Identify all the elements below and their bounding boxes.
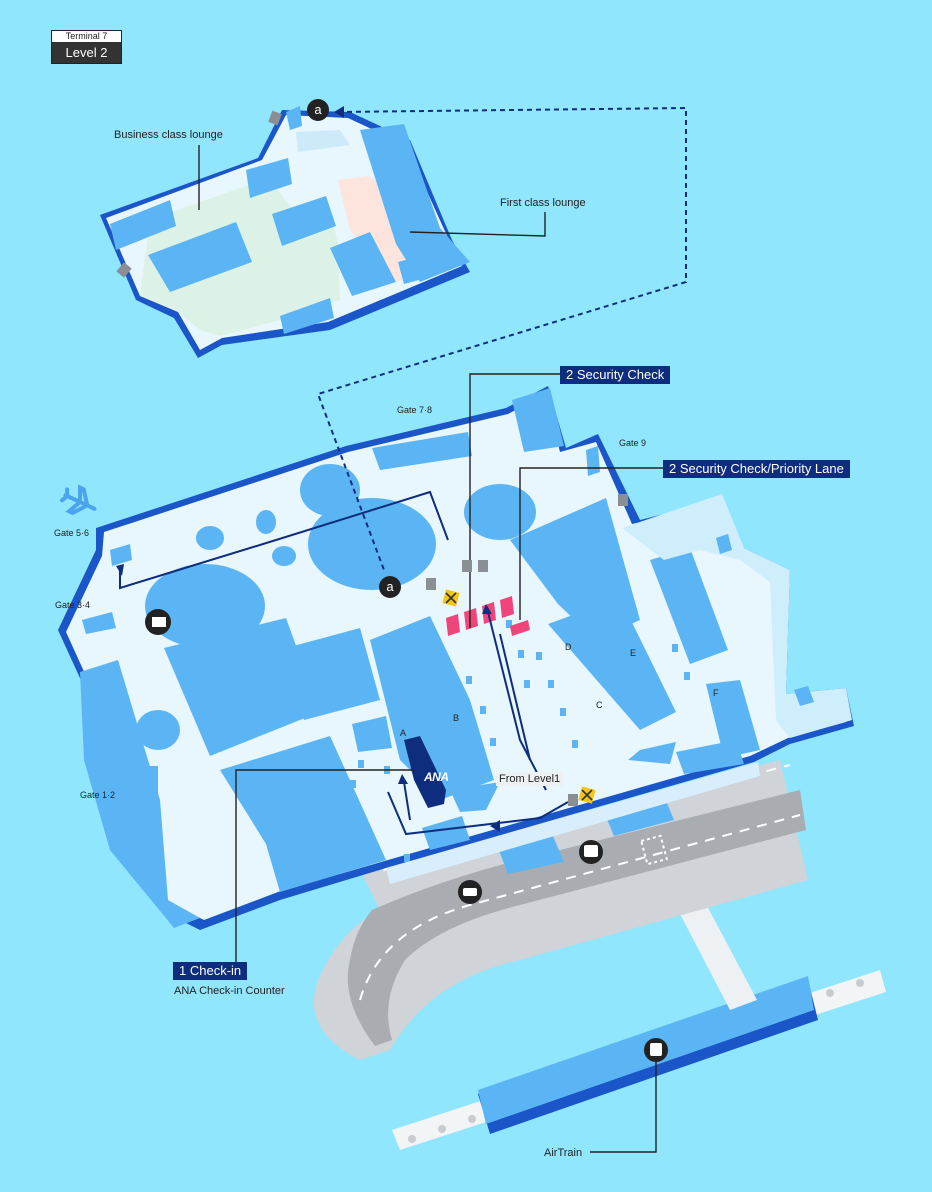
ana-logo: ANA [424,770,449,784]
airplane-icon [60,484,97,516]
zone-e-label: E [630,648,637,658]
first-lounge-label: First class lounge [500,197,586,209]
no-entry-icon [442,589,596,804]
route-arrows [116,106,500,832]
business-lounge-label: Business class lounge [114,129,223,141]
airtrain-label: AirTrain [544,1147,583,1159]
priority-lane-label: 2 Security Check/Priority Lane [663,460,850,478]
zone-a-label: A [400,728,407,738]
elevator-a-marker-upper: a [314,102,322,117]
escalator-icon [116,110,628,806]
callout-lines [198,145,664,1153]
level-badge: Terminal 7 Level 2 [51,30,122,64]
gate-5-6-label: Gate 5·6 [54,528,90,538]
taxi-icon [458,880,482,904]
check-in-label: 1 Check-in [173,962,248,980]
elevator-a-marker-main: a [386,579,394,594]
gate-1-2-label: Gate 1·2 [80,790,116,800]
gate-7-8-label: Gate 7·8 [397,405,433,415]
elevator-a-icon-main [379,576,401,598]
airtrain-walkway [678,902,757,1010]
bus-icon [579,840,603,864]
zone-f-label: F [713,688,719,698]
security-check-label: 2 Security Check [560,366,671,384]
info-desk-icon [145,609,171,635]
gate-3-4-label: Gate 3·4 [55,600,91,610]
level-label: Level 2 [52,42,121,63]
from-level1-label: From Level1 [496,772,564,786]
zone-d-label: D [565,642,572,652]
check-in-sub-label: ANA Check-in Counter [174,985,285,997]
zone-b-label: B [453,713,460,723]
train-icon [644,1038,668,1062]
main-terminal [58,386,854,930]
zone-c-label: C [596,700,603,710]
elevator-a-icon-upper [307,99,329,121]
gate-9-label: Gate 9 [619,438,647,448]
upper-lounge-level [100,106,470,358]
airtrain-guideway [392,970,886,1150]
terminal-label: Terminal 7 [65,31,108,41]
